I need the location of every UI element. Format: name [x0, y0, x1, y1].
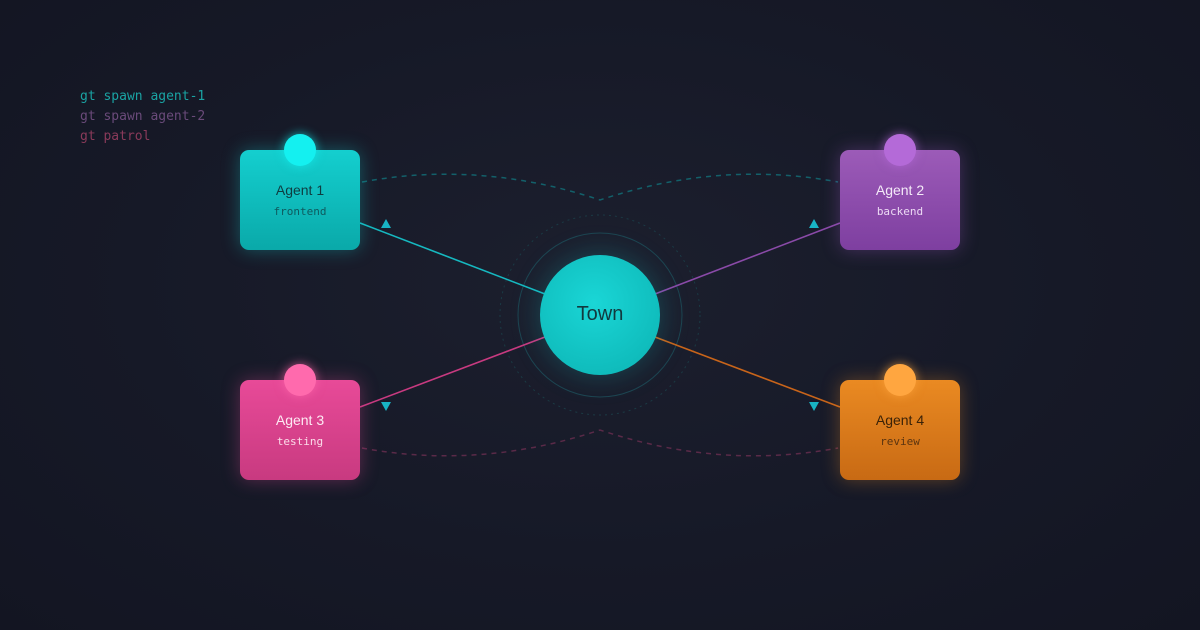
link-agent-3 — [359, 336, 546, 408]
agent-status-dot — [884, 134, 916, 166]
agent-role: frontend — [273, 205, 327, 218]
agent-status-dot — [284, 364, 316, 396]
agent-card-1: Agent 1 frontend — [240, 134, 360, 250]
top-dashed-arc — [361, 173, 839, 201]
agent-role: testing — [276, 435, 324, 448]
link-agent-1 — [359, 222, 546, 295]
middle-ring — [517, 232, 683, 398]
arrow-agent-1 — [381, 219, 391, 228]
agent-title: Agent 3 — [275, 412, 325, 428]
town-hub: Town — [540, 255, 660, 375]
agent-status-dot — [284, 134, 316, 166]
link-agent-2 — [654, 222, 841, 295]
terminal-line: gt spawn agent-2 — [80, 109, 206, 124]
outer-ring — [499, 214, 701, 416]
arrow-agent-4 — [809, 402, 819, 411]
arrow-agent-3 — [381, 402, 391, 411]
hub-label: Town — [576, 303, 624, 325]
arrow-agent-2 — [809, 219, 819, 228]
agent-card-3: Agent 3 testing — [240, 364, 360, 480]
bottom-dashed-arc — [361, 429, 839, 457]
agent-card-2: Agent 2 backend — [840, 134, 960, 250]
terminal-log: gt spawn agent-1 gt spawn agent-2 gt pat… — [80, 87, 205, 147]
terminal-line: gt patrol — [80, 129, 151, 144]
agent-title: Agent 1 — [275, 182, 325, 198]
link-agent-4 — [654, 336, 841, 408]
agent-role: backend — [876, 205, 924, 218]
agent-role: review — [880, 435, 920, 448]
agent-status-dot — [884, 364, 916, 396]
terminal-line: gt spawn agent-1 — [80, 89, 206, 104]
agent-card-4: Agent 4 review — [840, 364, 960, 480]
agent-title: Agent 2 — [875, 182, 925, 198]
agent-title: Agent 4 — [875, 412, 925, 428]
